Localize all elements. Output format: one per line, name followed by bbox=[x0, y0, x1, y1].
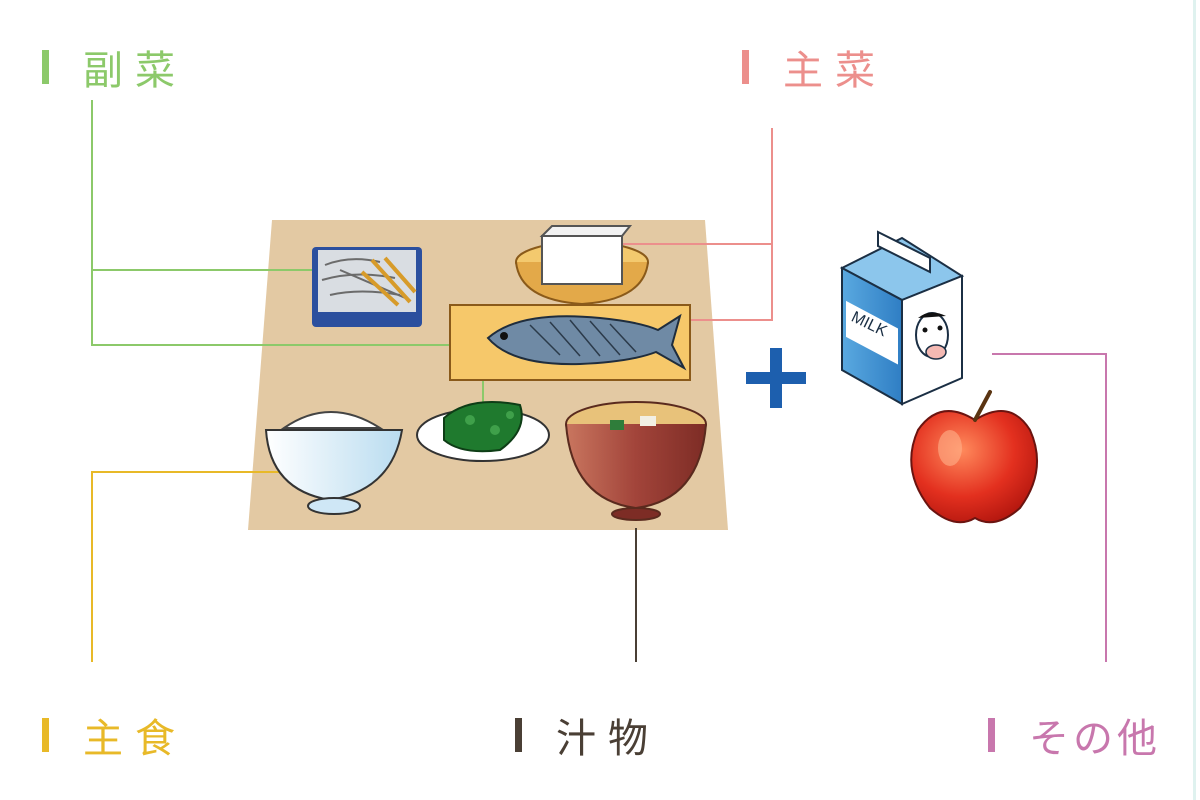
label-marker bbox=[515, 718, 522, 752]
side-dish-vegetables bbox=[312, 247, 422, 327]
label-marker bbox=[742, 50, 749, 84]
connector-sonota bbox=[992, 353, 1107, 662]
label-fukusai-text: 副菜 bbox=[83, 48, 187, 94]
label-shusai-text: 主菜 bbox=[783, 48, 887, 94]
label-marker bbox=[42, 718, 49, 752]
miso-soup-bowl bbox=[565, 401, 707, 521]
spinach-dish bbox=[416, 400, 550, 462]
connector-shushoku bbox=[91, 471, 330, 662]
tofu-bowl bbox=[515, 225, 649, 306]
cow-face-icon bbox=[915, 312, 949, 360]
label-marker bbox=[42, 50, 49, 84]
rice-bowl bbox=[264, 411, 404, 515]
label-marker bbox=[988, 718, 995, 752]
label-fukusai: 副菜 bbox=[42, 38, 187, 96]
grilled-fish-plate bbox=[449, 304, 691, 381]
apple-icon bbox=[910, 390, 1039, 524]
label-sonota: その他 bbox=[988, 706, 1161, 764]
label-shirumono-text: 汁物 bbox=[556, 716, 660, 762]
label-shushoku: 主食 bbox=[42, 706, 187, 764]
label-sonota-text: その他 bbox=[1029, 716, 1161, 762]
milk-carton-icon: MILK bbox=[839, 230, 965, 406]
label-shirumono: 汁物 bbox=[515, 706, 660, 764]
connector-shusai-fish bbox=[662, 244, 773, 321]
right-edge-rule bbox=[1193, 0, 1196, 800]
label-shusai: 主菜 bbox=[742, 38, 887, 96]
plus-icon bbox=[746, 348, 806, 408]
label-shushoku-text: 主食 bbox=[83, 716, 187, 762]
